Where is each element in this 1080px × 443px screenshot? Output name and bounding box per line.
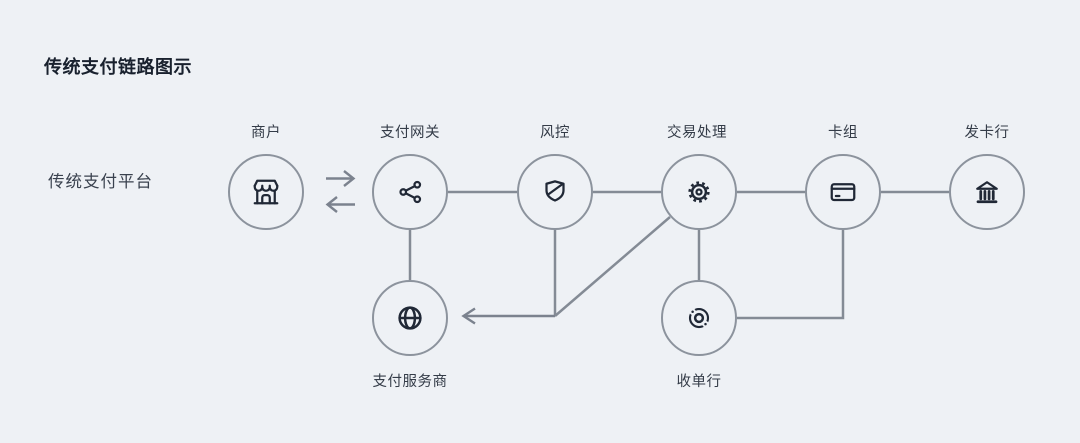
arrow-gateway-to-merchant-head bbox=[325, 196, 338, 213]
bank-icon bbox=[976, 181, 998, 204]
row-label-traditional-platform: 传统支付平台 bbox=[48, 173, 153, 191]
node-label-card-network: 卡组 bbox=[828, 125, 858, 141]
node-label-payment-gateway: 支付网关 bbox=[380, 125, 440, 141]
node-label-transaction-processing: 交易处理 bbox=[667, 125, 727, 141]
orbit-icon bbox=[688, 307, 710, 329]
share-icon bbox=[399, 180, 422, 204]
node-acquiring-bank bbox=[661, 280, 737, 356]
arrow-merchant-to-gateway-head bbox=[343, 170, 356, 187]
connector-acquirer-cardnetwork-elbow bbox=[737, 230, 845, 320]
connector-processing-junction-diagonal bbox=[554, 216, 671, 317]
credit-card-icon bbox=[830, 183, 856, 202]
node-label-payment-service-provider: 支付服务商 bbox=[372, 374, 448, 390]
node-label-risk-control: 风控 bbox=[540, 125, 570, 141]
node-risk-control bbox=[517, 154, 593, 230]
arrow-junction-to-psp-head bbox=[461, 307, 476, 325]
shield-slash-icon bbox=[545, 180, 565, 202]
node-payment-service-provider bbox=[372, 280, 448, 356]
gear-icon bbox=[688, 181, 710, 203]
node-merchant bbox=[228, 154, 304, 230]
globe-icon bbox=[398, 306, 422, 330]
storefront-icon bbox=[253, 179, 279, 205]
node-payment-gateway bbox=[372, 154, 448, 230]
page-title: 传统支付链路图示 bbox=[44, 57, 192, 77]
node-label-merchant: 商户 bbox=[251, 125, 281, 141]
node-issuing-bank bbox=[949, 154, 1025, 230]
node-transaction-processing bbox=[661, 154, 737, 230]
node-card-network bbox=[805, 154, 881, 230]
node-label-acquiring-bank: 收单行 bbox=[676, 374, 722, 390]
node-label-issuing-bank: 发卡行 bbox=[964, 125, 1010, 141]
